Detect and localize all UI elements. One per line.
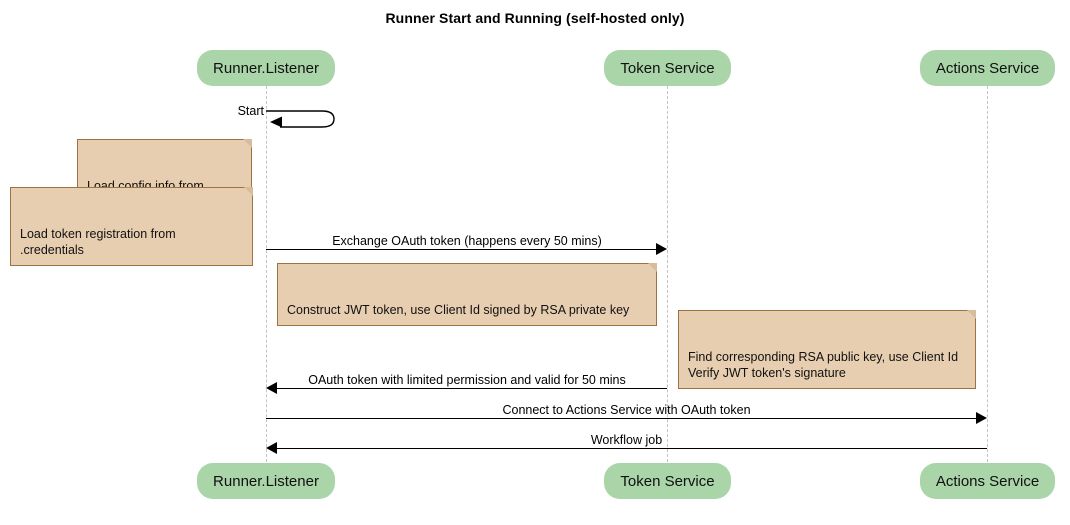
arrowhead-right-icon — [656, 243, 667, 255]
diagram-title: Runner Start and Running (self-hosted on… — [385, 10, 685, 26]
participant-runner-bottom-label: Runner.Listener — [213, 472, 319, 490]
message-label-oauth-token-response: OAuth token with limited permission and … — [308, 373, 626, 387]
note-fold-corner-icon — [967, 310, 976, 319]
arrowhead-left-icon — [266, 382, 277, 394]
note-verify-jwt-signature: Find corresponding RSA public key, use C… — [678, 310, 976, 389]
message-line-exchange-oauth-token[interactable] — [266, 249, 656, 250]
note-fold-corner-icon — [244, 187, 253, 196]
arrowhead-left-icon — [266, 442, 277, 454]
note-construct-jwt-token: Construct JWT token, use Client Id signe… — [277, 263, 657, 326]
note-construct-jwt-token-text: Construct JWT token, use Client Id signe… — [287, 303, 630, 317]
participant-actions-bottom[interactable]: Actions Service — [920, 463, 1055, 499]
message-label-start: Start — [237, 104, 264, 118]
message-line-oauth-token-response[interactable] — [277, 388, 667, 389]
lifeline-runner — [266, 86, 267, 462]
message-line-connect-actions-service[interactable] — [266, 418, 976, 419]
message-label-workflow-job: Workflow job — [590, 433, 663, 447]
note-load-token-registration: Load token registration from .credential… — [10, 187, 253, 266]
participant-token-top-label: Token Service — [620, 59, 715, 77]
participant-runner-top-label: Runner.Listener — [213, 59, 319, 77]
participant-actions-top-label: Actions Service — [935, 59, 1040, 77]
note-load-token-registration-text: Load token registration from .credential… — [20, 227, 176, 257]
note-fold-corner-icon — [648, 263, 657, 272]
message-label-connect-actions-service: Connect to Actions Service with OAuth to… — [502, 403, 751, 417]
message-label-exchange-oauth-token: Exchange OAuth token (happens every 50 m… — [332, 234, 602, 248]
note-verify-jwt-signature-text: Find corresponding RSA public key, use C… — [688, 350, 959, 380]
arrowhead-right-icon — [976, 412, 987, 424]
lifeline-token — [667, 86, 668, 462]
participant-token-top[interactable]: Token Service — [604, 50, 731, 86]
participant-actions-bottom-label: Actions Service — [935, 472, 1040, 490]
lifeline-actions — [987, 86, 988, 462]
message-line-workflow-job[interactable] — [277, 448, 987, 449]
message-self-start[interactable] — [266, 106, 346, 132]
participant-runner-top[interactable]: Runner.Listener — [197, 50, 335, 86]
participant-token-bottom-label: Token Service — [620, 472, 715, 490]
participant-token-bottom[interactable]: Token Service — [604, 463, 731, 499]
note-fold-corner-icon — [243, 139, 252, 148]
participant-actions-top[interactable]: Actions Service — [920, 50, 1055, 86]
participant-runner-bottom[interactable]: Runner.Listener — [197, 463, 335, 499]
